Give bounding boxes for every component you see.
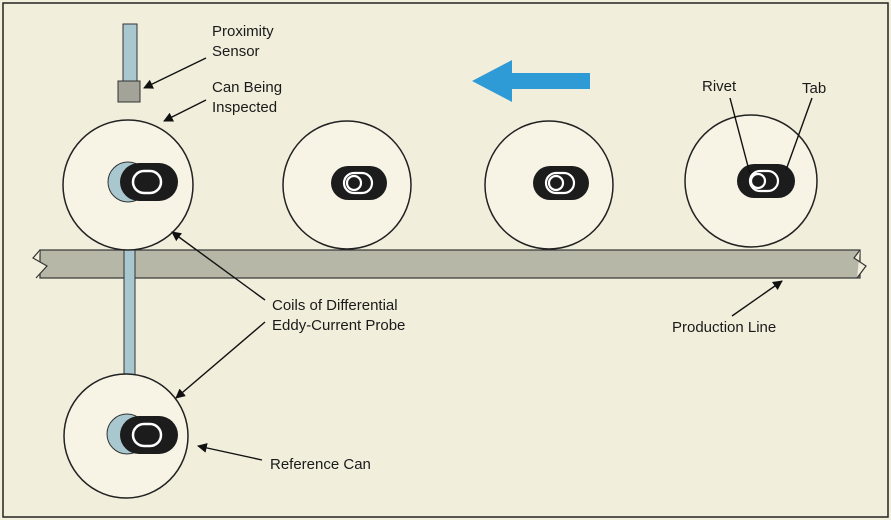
label-proximity-sensor: Proximity Sensor bbox=[212, 23, 274, 60]
label-production-line: Production Line bbox=[672, 319, 777, 336]
proximity-sensor bbox=[117, 23, 141, 103]
can bbox=[484, 120, 614, 250]
direction-arrow bbox=[472, 60, 590, 102]
leader-can-being-inspected bbox=[163, 99, 207, 122]
tab-opening bbox=[544, 171, 576, 195]
leader-proximity-sensor bbox=[143, 57, 207, 89]
can-tab bbox=[533, 166, 589, 200]
tab-opening bbox=[342, 171, 374, 195]
conveyor-belt bbox=[32, 249, 867, 279]
reference-can bbox=[63, 373, 189, 499]
rivet bbox=[547, 174, 565, 192]
tab-opening bbox=[131, 169, 163, 195]
label-reference-can: Reference Can bbox=[270, 456, 371, 473]
leader-reference-can bbox=[197, 443, 263, 461]
leader-lines bbox=[143, 57, 813, 461]
can-being-inspected bbox=[62, 119, 194, 251]
leader-coil-lower bbox=[175, 321, 266, 399]
label-rivet: Rivet bbox=[702, 78, 737, 95]
leader-rivet bbox=[729, 97, 751, 175]
rivet bbox=[749, 172, 767, 190]
label-can-being-inspected: Can Being Inspected bbox=[212, 79, 283, 116]
can-tab bbox=[120, 163, 178, 201]
can bbox=[684, 114, 818, 248]
can bbox=[282, 120, 412, 250]
rivet bbox=[345, 174, 363, 192]
leader-tab bbox=[785, 97, 813, 171]
can-tab bbox=[331, 166, 387, 200]
leader-coil-upper bbox=[171, 231, 266, 301]
label-tab: Tab bbox=[802, 80, 827, 97]
label-coils: Coils of Differential Eddy-Current Probe bbox=[272, 297, 406, 334]
tab-opening bbox=[131, 422, 163, 448]
leader-production-line bbox=[731, 280, 783, 317]
can-tab bbox=[120, 416, 178, 454]
